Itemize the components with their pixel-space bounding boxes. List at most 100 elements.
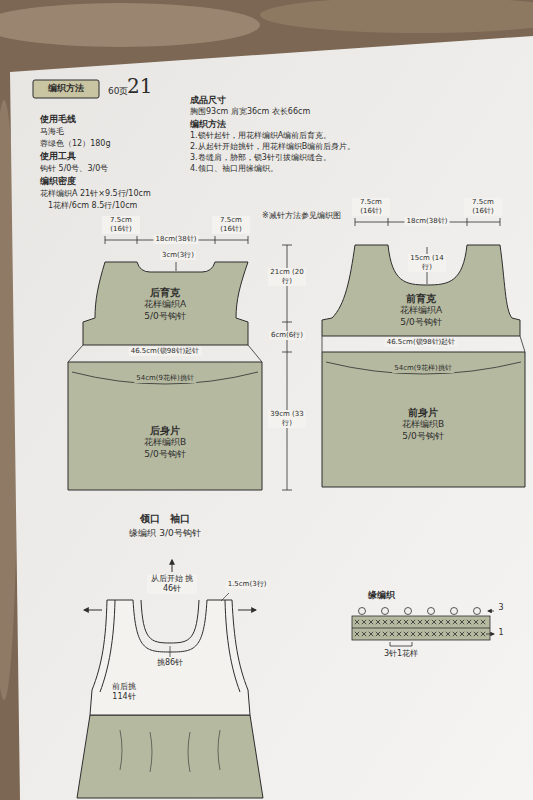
section-heading: 使用毛线	[40, 114, 76, 125]
dimension-lines	[68, 218, 525, 490]
section-heading: 使用工具	[40, 151, 76, 162]
piece-note: 5/0号钩针	[400, 317, 442, 329]
piece-shape	[83, 262, 248, 345]
dimension-label: 7.5cm (16针)	[102, 216, 140, 234]
piece-shape	[322, 352, 525, 487]
stitch-cross	[404, 632, 408, 636]
picot-loop	[451, 608, 458, 615]
piece-note: 花样编织B	[402, 419, 444, 431]
piece-text: 前身片花样编织B5/0号钩针	[402, 406, 444, 442]
leader-line	[221, 593, 229, 601]
dimension-label: 54cm(9花样)挑针	[392, 364, 454, 373]
picot-loop	[474, 608, 481, 615]
stitch-cross	[376, 632, 380, 636]
stitch-cross	[460, 632, 464, 636]
picot-loop	[382, 608, 389, 615]
dimension-label: 从后开始 挑46针	[147, 574, 197, 594]
stitch-cross	[362, 632, 366, 636]
pickup-line	[326, 362, 521, 374]
note-text: 钩针 5/0号、3/0号	[40, 164, 108, 174]
stitch-cross	[432, 620, 436, 624]
chart-ground	[352, 616, 490, 640]
bottom-garment	[77, 560, 263, 798]
dimension-label: 1	[498, 628, 503, 638]
stitch-cross	[446, 620, 450, 624]
stitch-cross	[404, 620, 408, 624]
stitch-cross	[355, 620, 359, 624]
note-text: 60页	[108, 86, 128, 97]
neck-band	[141, 600, 199, 643]
stitch-cross	[390, 632, 394, 636]
stitch-cross	[397, 620, 401, 624]
stitch-cross	[439, 620, 443, 624]
piece-text: 前育克花样编织A5/0号钩针	[400, 292, 442, 328]
dimension-label: 3针1花样	[384, 649, 418, 659]
picot-loop	[428, 608, 435, 615]
dimension-label: 7.5cm (16针)	[212, 216, 250, 234]
section-heading: 缘编织	[368, 590, 395, 601]
dimension-label: 缘编织 3/0号钩针	[129, 528, 200, 539]
stitch-cross	[376, 620, 380, 624]
stitch-cross	[467, 620, 471, 624]
note-text: 21	[127, 74, 152, 99]
section-heading: 领口 袖口	[140, 513, 190, 526]
stitch-cross	[481, 632, 485, 636]
piece-text: 后育克花样编织A5/0号钩针	[144, 286, 186, 322]
piece-name: 前身片	[402, 406, 444, 419]
stitch-cross	[432, 632, 436, 636]
title-badge: 编织方法	[33, 80, 99, 98]
dimension-label: 46.5cm(锁98针)起针	[385, 338, 458, 347]
piece-note: 花样编织A	[400, 305, 442, 317]
piece-name: 后育克	[144, 286, 186, 299]
row-arrow	[486, 634, 494, 635]
pickup-line	[72, 372, 258, 384]
stitch-cross	[446, 632, 450, 636]
stitch-cross	[362, 620, 366, 624]
book-page	[10, 36, 533, 800]
dimension-label: 7.5cm (16针)	[464, 198, 502, 216]
direction-arrow	[84, 610, 102, 611]
direction-arrow	[238, 610, 256, 611]
stitch-cross	[383, 620, 387, 624]
piece-name: 后身片	[144, 424, 186, 437]
garment-yoke	[90, 600, 250, 715]
dimension-label: 7.5cm (16针)	[352, 198, 390, 216]
fabric-fold	[260, 0, 533, 33]
dimension-label: 3	[498, 603, 503, 613]
stitch-cross	[425, 632, 429, 636]
stitch-cross	[369, 620, 373, 624]
dimension-label: 3cm(3行)	[160, 251, 196, 260]
row-line	[352, 628, 490, 629]
piece-shape	[68, 362, 262, 490]
repeat-bracket	[390, 642, 412, 646]
stitch-cross	[425, 620, 429, 624]
direction-arrow	[172, 560, 173, 572]
row-arrow	[488, 611, 494, 612]
stitch-cross	[460, 620, 464, 624]
stitch-cross	[481, 620, 485, 624]
dimension-label: 21cm (20行)	[268, 268, 306, 286]
note-text: 2.从起针开始挑针，用花样编织B编前后身片。	[190, 142, 355, 152]
note-text: 4.领口、袖口用缘编织。	[190, 164, 278, 174]
garment-body	[77, 715, 263, 798]
edging-chart	[352, 608, 494, 647]
piece-shape	[322, 245, 520, 336]
stitch-cross	[467, 632, 471, 636]
stitch-cross	[411, 632, 415, 636]
gather-line	[120, 730, 220, 772]
section-heading: 编织方法	[190, 119, 226, 130]
picot-loop	[359, 608, 366, 615]
stitch-cross	[474, 620, 478, 624]
piece-note: 5/0号钩针	[402, 431, 444, 443]
stitch-cross	[383, 632, 387, 636]
section-heading: 编织密度	[40, 176, 76, 187]
stitch-cross	[418, 632, 422, 636]
leader-line	[170, 646, 171, 657]
stitch-cross	[453, 632, 457, 636]
dimension-label: 前后挑 114针	[104, 682, 144, 702]
stitch-cross	[355, 632, 359, 636]
stitch-cross	[418, 620, 422, 624]
note-text: 1花样/6cm 8.5行/10cm	[48, 201, 137, 211]
